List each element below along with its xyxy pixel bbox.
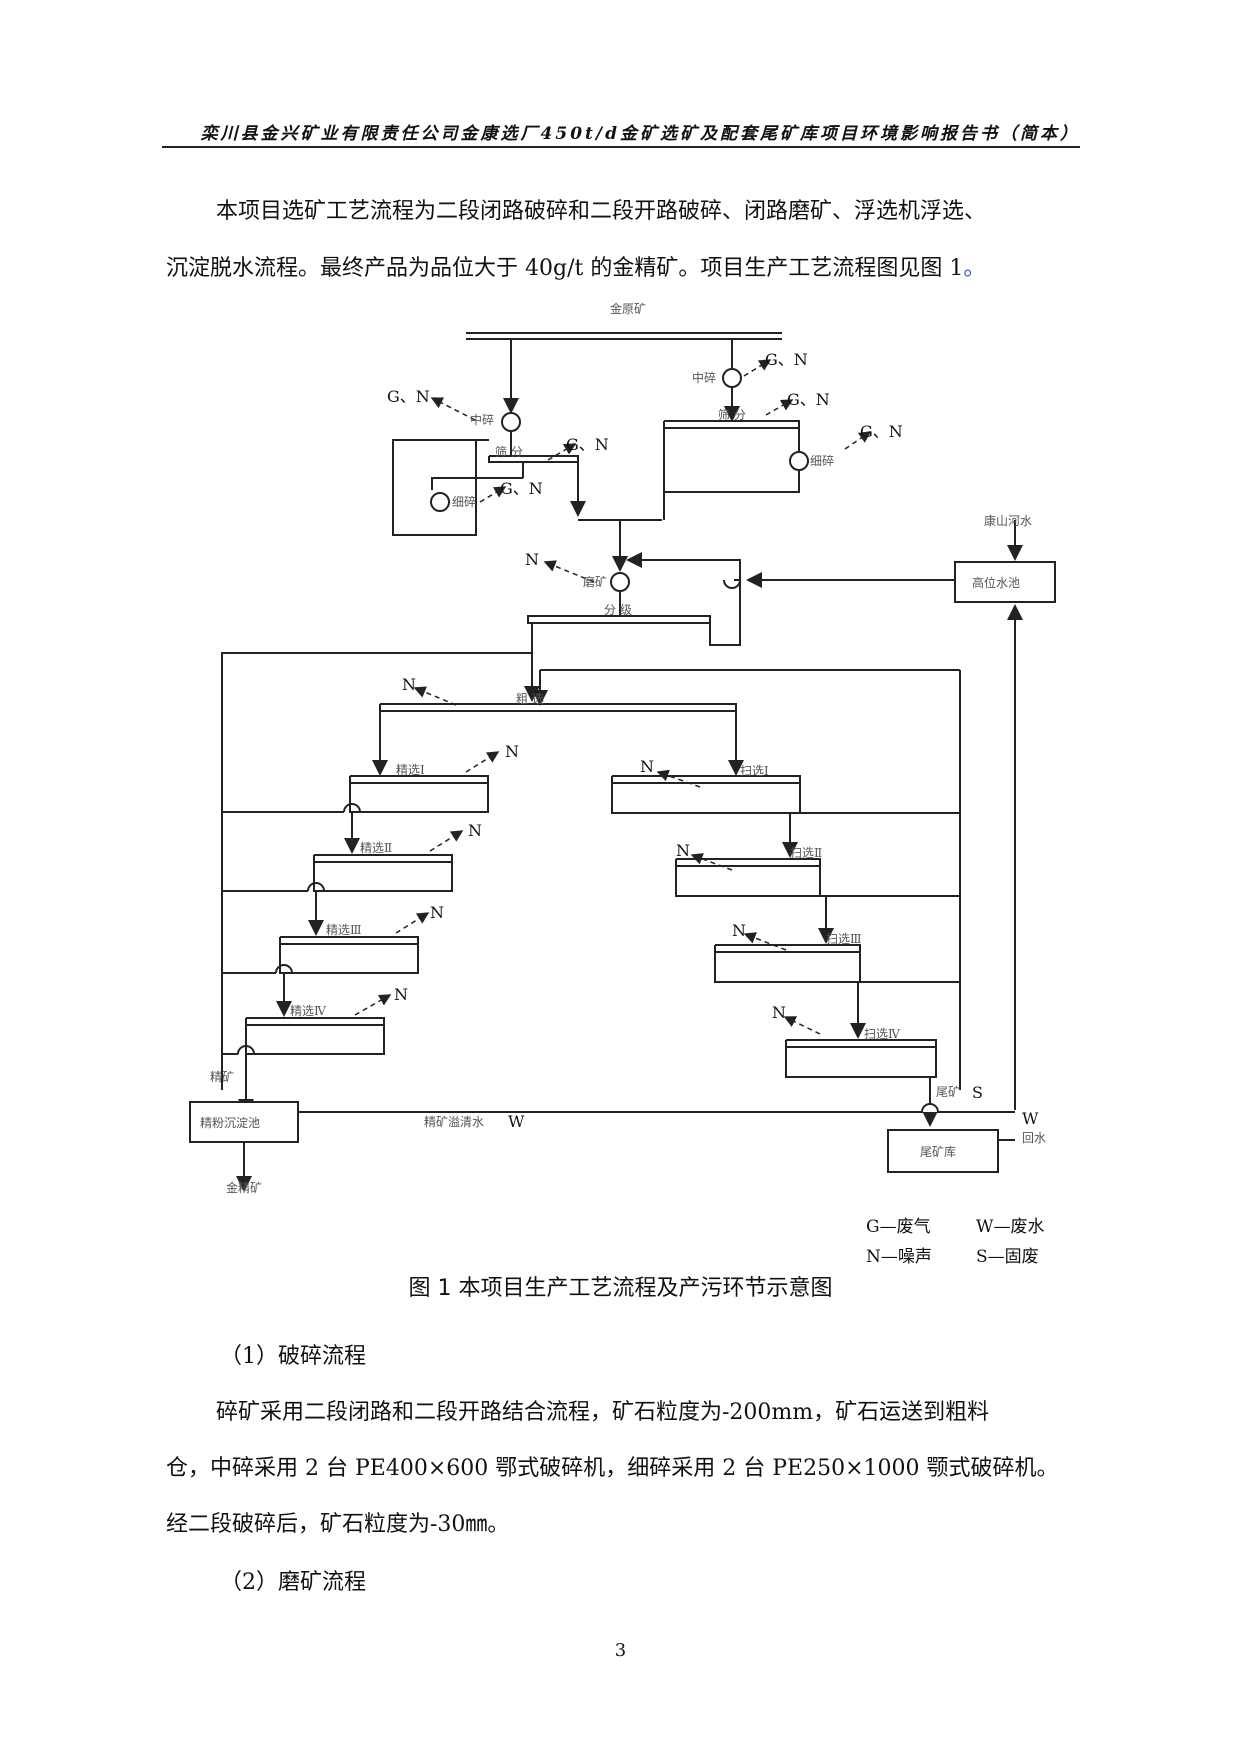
ball-mill [610,572,630,592]
high-pool-label: 高位水池 [972,575,1020,590]
emission-n-c2: N [468,821,482,840]
screen-left-label: 筛 分 [495,444,523,459]
emission-s-tailings: S [972,1083,983,1102]
scav2-label: 扫选Ⅱ [790,846,822,860]
scavenger-4-cell [785,1039,937,1078]
intro-line-1: 本项目选矿工艺流程为二段闭路破碎和二段开路破碎、闭路磨矿、浮选机浮选、 [216,199,987,224]
emission-n-c4: N [394,985,408,1004]
fine-crush-right-label: 细碎 [810,453,834,468]
tailings-pond-label: 尾矿库 [920,1144,956,1159]
emission-gn-2: G、N [765,350,808,369]
fine-crusher-right [789,451,809,471]
cleaner-4-cell [245,1017,385,1055]
intro-line-2: 沉淀脱水流程。最终产品为品位大于 40g/t 的金精矿。项目生产工艺流程图见图 … [166,258,1086,280]
return-water-label: 回水 [1022,1131,1046,1145]
clean2-label: 精选Ⅱ [360,841,392,855]
raw-ore-label: 金原矿 [610,301,646,316]
high-level-pool-box [954,561,1056,603]
cleaner-3-cell [279,936,419,974]
legend-s: S—固废 [976,1247,1039,1267]
figure-ref: 1 [949,256,964,281]
mid-crusher-right [722,368,742,388]
river-water-label: 康山河水 [984,513,1032,528]
intro-line-2c: 。 [963,256,986,281]
header-rule [162,146,1080,148]
emission-gn-6: G、N [500,479,543,498]
emission-w-overflow: W [508,1112,525,1131]
clean3-label: 精选Ⅲ [326,923,362,937]
scavenger-1-cell [611,775,801,814]
scav4-label: 扫选Ⅳ [864,1027,901,1041]
emission-w-return: W [1022,1109,1039,1128]
mid-crush-left-label: 中碎 [470,412,494,427]
concentrate-label: 精矿 [210,1070,234,1084]
section1-line-3: 经二段破碎后，矿石粒度为-30㎜。 [166,1512,510,1537]
gold-concentrate-label: 金精矿 [226,1180,262,1195]
emission-gn-4: G、N [860,422,903,441]
emission-n-s4: N [772,1003,786,1022]
section2-title: （2）磨矿流程 [220,1570,366,1595]
tailings-pond-box [887,1129,999,1173]
emission-n-s3: N [732,921,746,940]
tailings-label: 尾矿 [936,1085,960,1099]
section1-line-1: 碎矿采用二段闭路和二段开路结合流程，矿石粒度为-200mm，矿石运送到粗料 [216,1400,990,1425]
mill-label: 磨矿 [583,575,607,589]
emission-n-s1: N [640,757,654,776]
overflow-water-label: 精矿溢清水 [424,1115,484,1129]
scavenger-2-cell [675,858,821,897]
fine-crush-left-label: 细碎 [452,494,476,509]
section1-line-2: 仓，中碎采用 2 台 PE400×600 鄂式破碎机，细碎采用 2 台 PE25… [166,1456,1059,1481]
scavenger-3-cell [714,944,861,983]
legend-n: N—噪声 [866,1247,932,1267]
classify-label: 分 级 [604,603,632,617]
mid-crusher-left [501,412,521,432]
settling-label: 精粉沉淀池 [200,1116,260,1130]
legend-g: G—废气 [866,1217,931,1237]
section1-title: （1）破碎流程 [220,1344,366,1369]
emission-gn-3: G、N [787,390,830,409]
screen-right-label: 筛 分 [718,407,746,422]
emission-n-s2: N [676,841,690,860]
emission-n-mill: N [525,550,539,569]
process-flow-diagram: 金原矿 中碎 中碎 筛 分 筛 分 细碎 细碎 磨矿 分 级 粗 选 精选Ⅰ 精… [189,301,1056,1195]
rough-label: 粗 选 [516,692,544,706]
clean4-label: 精选Ⅳ [290,1004,327,1018]
emission-n-c3: N [430,903,444,922]
cleaner-1-cell [349,775,489,813]
emission-gn-5: G、N [566,435,609,454]
figure-caption: 图 1 本项目生产工艺流程及产污环节示意图 [408,1276,833,1301]
intro-line-2a: 沉淀脱水流程。最终产品为品位大于 40g/t 的金精矿。项目生产工艺流程图见图 [166,256,950,281]
emission-n-rough: N [402,675,416,694]
document-header: 栾川县金兴矿业有限责任公司金康选厂450t/d金矿选矿及配套尾矿库项目环境影响报… [200,124,1080,144]
emission-gn-1: G、N [387,387,430,406]
scav3-label: 扫选Ⅲ [826,932,862,946]
clean1-label: 精选Ⅰ [396,763,425,777]
settling-pond-box [189,1101,299,1143]
mid-crush-right-label: 中碎 [692,370,716,385]
legend-w: W—废水 [976,1217,1045,1237]
fine-crusher-left [430,492,450,512]
emission-n-c1: N [505,742,519,761]
cleaner-2-cell [313,854,453,892]
page-number: 3 [614,1640,627,1661]
scav1-label: 扫选Ⅰ [740,764,769,778]
